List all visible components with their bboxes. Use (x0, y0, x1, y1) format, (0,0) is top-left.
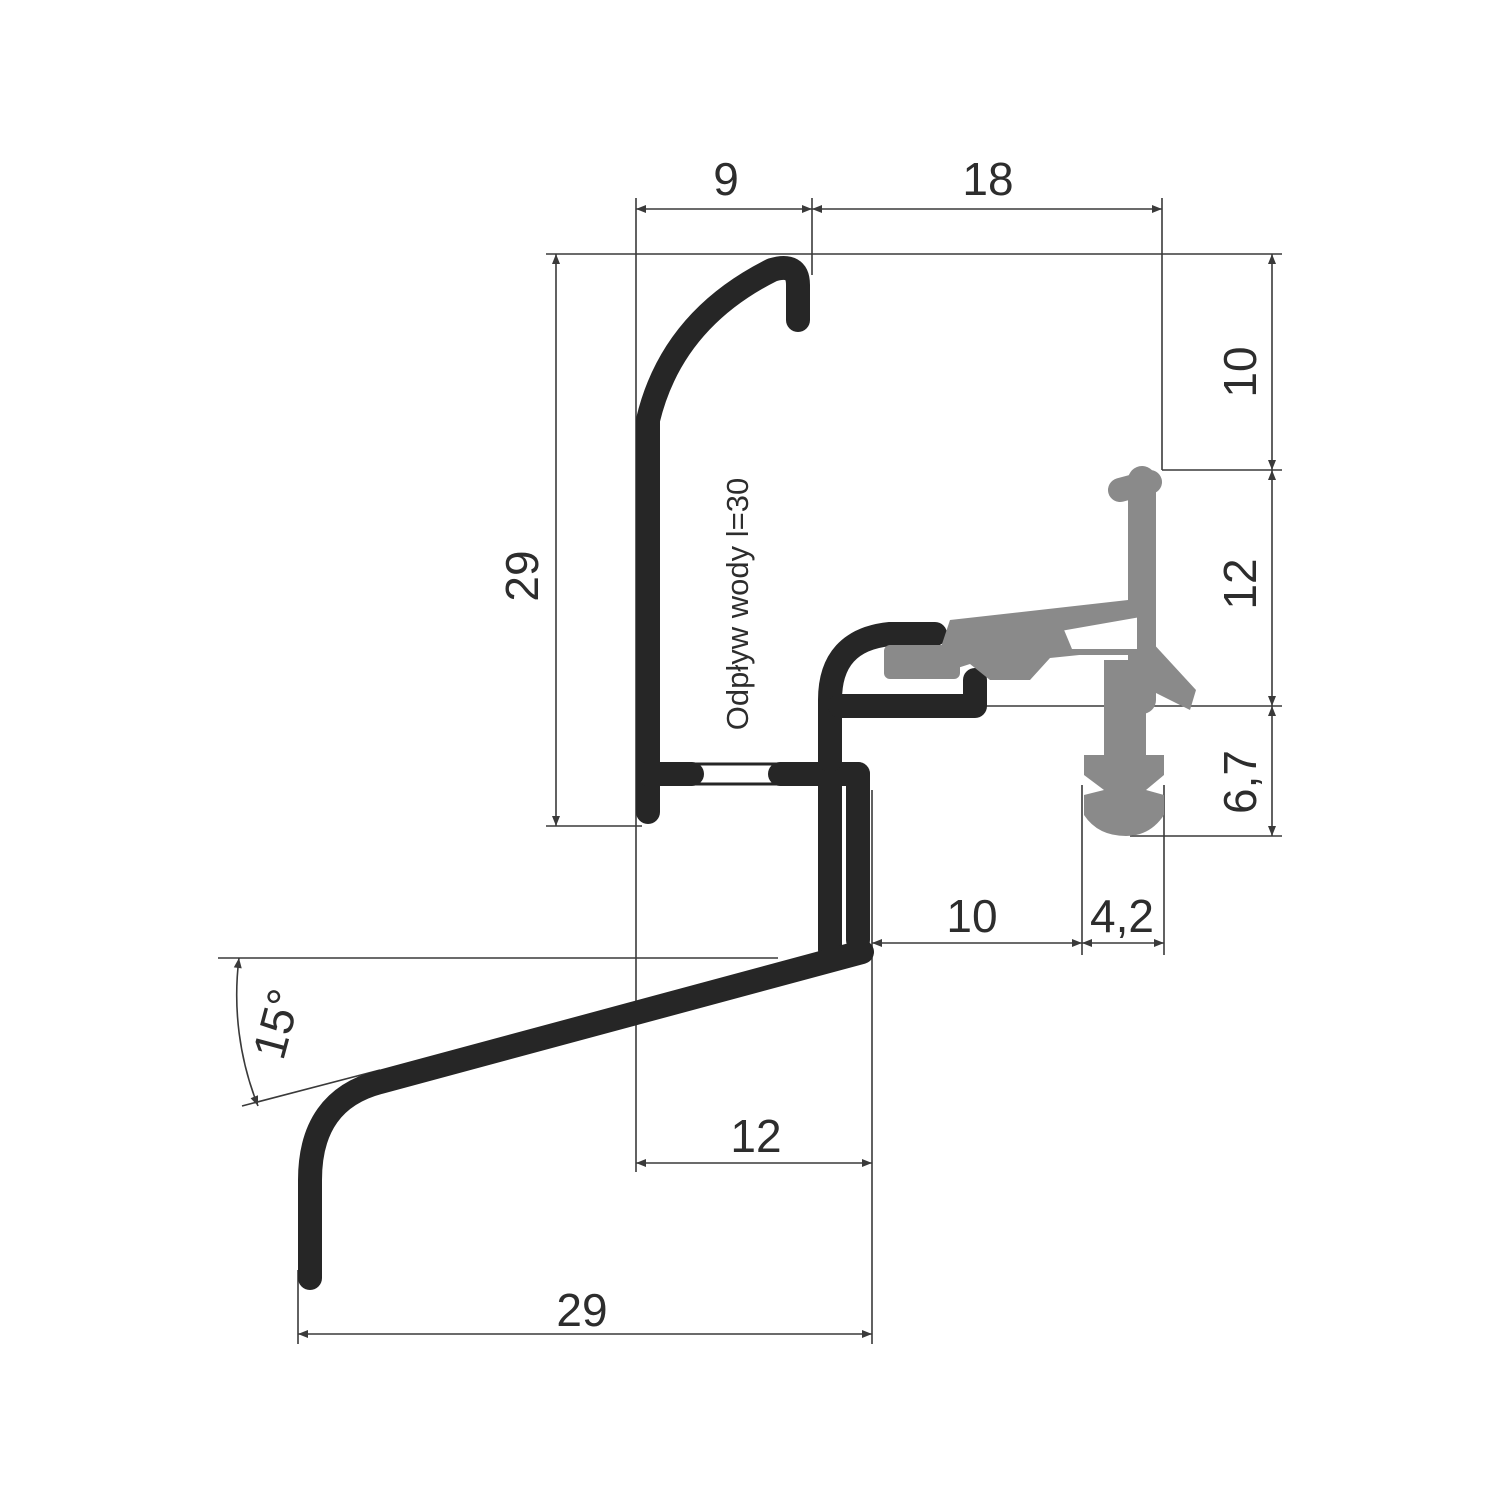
label-29-horizontal: 29 (556, 1284, 607, 1336)
label-12-horizontal: 12 (730, 1110, 781, 1162)
gasket-barbs (1084, 755, 1164, 836)
gasket-hollow-chamber (1055, 610, 1143, 655)
label-drainage-note: Odpływ wody l=30 (720, 478, 755, 730)
dimension-labels: 9 18 29 10 12 6,7 10 4,2 15° 12 29 Odpły… (242, 153, 1266, 1336)
label-29-vertical: 29 (496, 550, 548, 601)
label-10-vertical: 10 (1214, 346, 1266, 397)
drainage-slot (690, 762, 782, 786)
gasket-wing (1150, 640, 1196, 710)
angle-slope-extension (241, 1069, 381, 1107)
profile-socket-lower (828, 668, 987, 718)
label-15-degrees: 15° (242, 984, 310, 1065)
gasket-arm (940, 600, 1128, 680)
label-4-2: 4,2 (1090, 890, 1154, 942)
profile-sloped-sill (298, 940, 874, 1290)
gasket-lower-stem (1104, 660, 1146, 760)
gasket-socket-insert (884, 645, 960, 679)
aluminium-profile (298, 255, 987, 1290)
label-10-horizontal: 10 (946, 890, 997, 942)
label-18: 18 (962, 153, 1013, 205)
rubber-gasket (884, 466, 1196, 836)
profile-top-hook (636, 255, 810, 824)
label-12-vertical: 12 (1214, 558, 1266, 609)
dimension-lines (218, 198, 1282, 1344)
profile-socket-upper (818, 622, 947, 772)
label-9: 9 (713, 153, 739, 205)
label-6-7-vertical: 6,7 (1214, 750, 1266, 814)
dim-arc-15-degrees (233, 957, 259, 1107)
